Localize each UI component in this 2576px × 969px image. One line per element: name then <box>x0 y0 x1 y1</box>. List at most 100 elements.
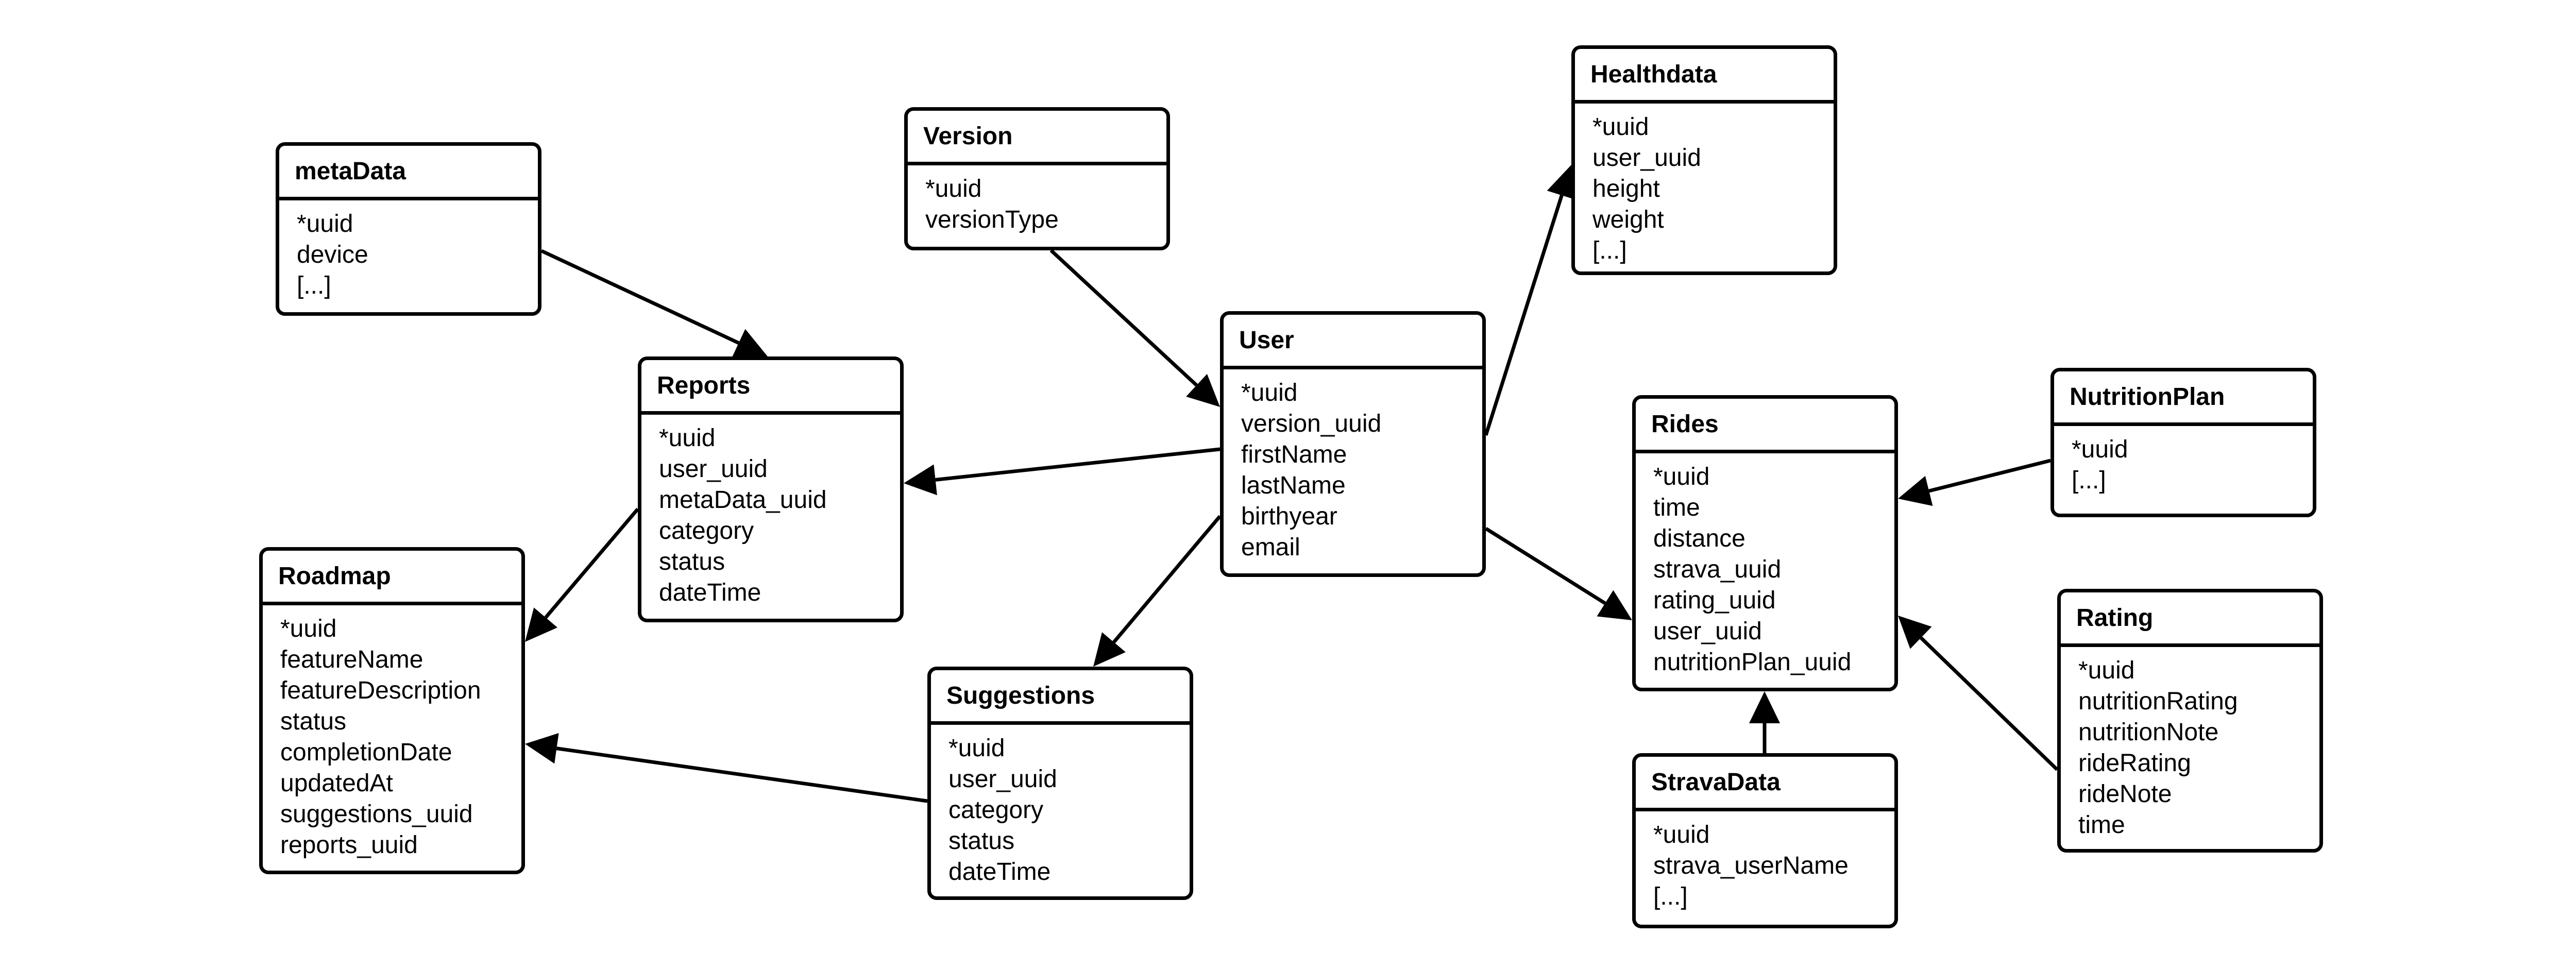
entity-field: user_uuid <box>659 455 768 483</box>
relation-line <box>556 746 928 803</box>
entity-field: weight <box>1592 206 1664 233</box>
relation-user-to-reports <box>904 447 1221 496</box>
entity-reports[interactable]: Reports *uuid user_uuid metaData_uuid ca… <box>638 356 904 622</box>
entity-field: *uuid <box>948 735 1005 762</box>
entity-fields: *uuid user_uuid category status dateTime <box>931 725 1190 888</box>
relation-line <box>1049 249 1198 387</box>
entity-field: rideRating <box>2078 750 2191 777</box>
entity-fields: *uuid featureName featureDescription sta… <box>263 605 521 861</box>
entity-title: Rides <box>1636 399 1894 453</box>
entity-nutritionplan[interactable]: NutritionPlan *uuid [...] <box>2050 368 2316 517</box>
entity-field: email <box>1241 534 1300 561</box>
entity-field: height <box>1592 175 1660 202</box>
entity-title: Rating <box>2061 592 2319 647</box>
entity-field: strava_uuid <box>1653 556 1782 583</box>
entity-field: lastName <box>1241 472 1346 499</box>
entity-rating[interactable]: Rating *uuid nutritionRating nutritionNo… <box>2057 589 2323 853</box>
entity-field: [...] <box>1592 237 1627 264</box>
entity-field: birthyear <box>1241 503 1337 530</box>
entity-field: user_uuid <box>1592 144 1701 172</box>
entity-field: rating_uuid <box>1653 587 1776 614</box>
entity-field: *uuid <box>1653 821 1710 848</box>
entity-field: version_uuid <box>1241 410 1382 437</box>
entity-field: [...] <box>1653 883 1688 910</box>
arrowhead-icon <box>525 607 557 642</box>
entity-roadmap[interactable]: Roadmap *uuid featureName featureDescrip… <box>259 547 525 874</box>
relation-line <box>544 507 639 619</box>
entity-fields: *uuid versionType <box>908 165 1166 235</box>
entity-field: suggestions_uuid <box>280 801 473 828</box>
entity-title: Version <box>908 111 1166 165</box>
entity-version[interactable]: Version *uuid versionType <box>904 107 1170 250</box>
relation-line <box>1485 527 1606 605</box>
entity-healthdata[interactable]: Healthdata *uuid user_uuid height weight… <box>1571 45 1837 275</box>
relation-line <box>1920 636 2059 771</box>
entity-field: *uuid <box>2072 436 2128 463</box>
entity-field: featureName <box>280 646 423 673</box>
entity-field: time <box>1653 494 1700 521</box>
entity-field: user_uuid <box>948 766 1057 793</box>
arrowhead-icon <box>525 733 559 764</box>
entity-fields: *uuid user_uuid metaData_uuid category s… <box>641 415 900 608</box>
relation-rating-to-rides <box>1898 616 2059 771</box>
entity-metadata[interactable]: metaData *uuid device [...] <box>276 142 541 316</box>
entity-field: *uuid <box>1653 463 1710 490</box>
entity-fields: *uuid [...] <box>2054 426 2313 496</box>
entity-field: time <box>2078 811 2125 839</box>
entity-suggestions[interactable]: Suggestions *uuid user_uuid category sta… <box>927 667 1193 900</box>
entity-field: user_uuid <box>1653 618 1762 645</box>
relation-version-to-user <box>1049 249 1220 407</box>
entity-stravadata[interactable]: StravaData *uuid strava_userName [...] <box>1632 753 1898 928</box>
entity-field: metaData_uuid <box>659 486 827 514</box>
entity-field: status <box>659 548 725 575</box>
entity-fields: *uuid nutritionRating nutritionNote ride… <box>2061 647 2319 841</box>
entity-fields: *uuid user_uuid height weight [...] <box>1575 104 1834 266</box>
entity-title: Reports <box>641 360 900 415</box>
entity-field: *uuid <box>2078 657 2135 684</box>
relation-line <box>1484 195 1564 436</box>
arrowhead-icon <box>1749 691 1780 723</box>
relation-line <box>1928 458 2051 493</box>
entity-field: status <box>280 708 347 735</box>
relation-user-to-rides <box>1485 527 1632 620</box>
relation-line <box>935 447 1221 482</box>
entity-field: device <box>297 241 368 268</box>
arrowhead-icon <box>732 329 768 357</box>
entity-field: strava_userName <box>1653 852 1849 879</box>
entity-title: metaData <box>279 146 538 200</box>
entity-title: User <box>1224 315 1482 369</box>
entity-fields: *uuid strava_userName [...] <box>1636 811 1894 912</box>
entity-fields: *uuid device [...] <box>279 200 538 301</box>
entity-field: *uuid <box>297 210 353 237</box>
entity-rides[interactable]: Rides *uuid time distance strava_uuid ra… <box>1632 395 1898 691</box>
entity-title: Roadmap <box>263 551 521 605</box>
entity-user[interactable]: User *uuid version_uuid firstName lastNa… <box>1220 311 1486 577</box>
entity-title: StravaData <box>1636 757 1894 811</box>
entity-fields: *uuid version_uuid firstName lastName bi… <box>1224 369 1482 563</box>
arrowhead-icon <box>1597 590 1632 620</box>
arrowhead-icon <box>1093 632 1126 667</box>
entity-field: distance <box>1653 525 1745 552</box>
entity-field: updatedAt <box>280 770 393 797</box>
relation-nutritionplan-to-rides <box>1898 458 2051 506</box>
entity-field: *uuid <box>1592 113 1649 141</box>
entity-field: nutritionPlan_uuid <box>1653 649 1852 676</box>
entity-field: [...] <box>2072 467 2106 494</box>
entity-field: *uuid <box>925 175 982 202</box>
arrowhead-icon <box>904 464 937 496</box>
entity-title: Healthdata <box>1575 49 1834 104</box>
entity-field: *uuid <box>1241 379 1298 406</box>
entity-title: NutritionPlan <box>2054 371 2313 426</box>
entity-field: completionDate <box>280 739 452 766</box>
arrowhead-icon <box>1898 475 1933 506</box>
arrowhead-icon <box>1898 616 1932 649</box>
entity-title: Suggestions <box>931 670 1190 725</box>
entity-field: [...] <box>297 272 331 299</box>
entity-field: rideNote <box>2078 780 2172 808</box>
relation-line <box>540 249 740 345</box>
entity-field: firstName <box>1241 441 1347 468</box>
entity-field: dateTime <box>659 579 761 606</box>
relation-user-to-suggestions <box>1093 515 1222 667</box>
relation-suggestions-to-roadmap <box>525 733 928 803</box>
